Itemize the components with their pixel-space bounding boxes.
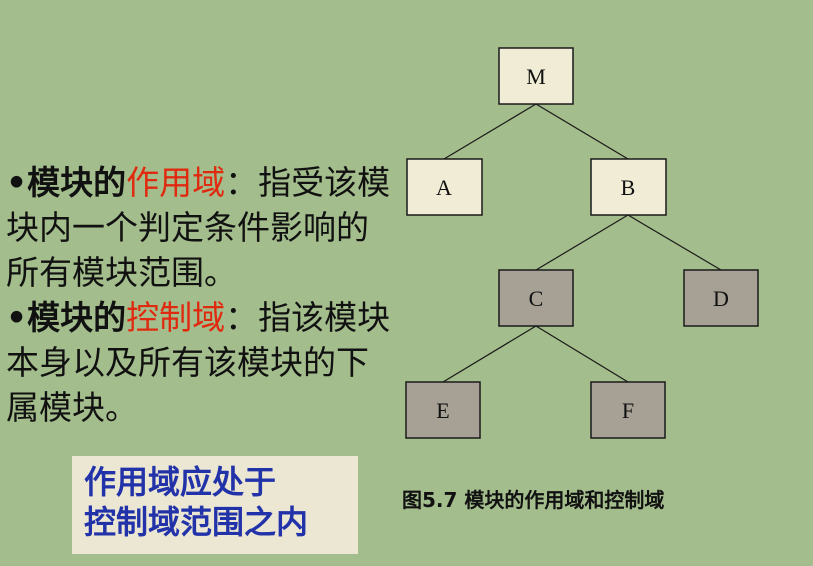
scope-of-effect-definition: ：指受该模块内一个判定条件影响的所有模块范围。 [6,163,391,292]
callout-line-1: 作用域应处于 [84,463,277,501]
bullet-label-2: •模块的 [6,298,127,337]
node-c-label: C [529,286,544,311]
bullet-label-1: •模块的 [6,163,127,202]
figure-caption: 图5.7 模块的作用域和控制域 [402,488,665,512]
scope-of-effect-paragraph: •模块的作用域：指受该模块内一个判定条件影响的所有模块范围。 [6,160,396,295]
edge-b-d [627,214,722,271]
term-scope-of-control: 控制域 [126,298,226,337]
edge-m-a [443,103,537,160]
node-b-label: B [621,175,636,200]
scope-of-control-paragraph: •模块的控制域：指该模块本身以及所有该模块的下属模块。 [6,295,396,430]
node-c: C [498,269,574,327]
node-m-label: M [526,64,546,89]
node-e: E [405,381,481,439]
edge-m-b [535,103,629,160]
node-a-label: A [436,175,452,200]
description-text: •模块的作用域：指受该模块内一个判定条件影响的所有模块范围。 •模块的控制域：指… [6,160,396,430]
edge-c-e [442,325,537,383]
callout-line-2: 控制域范围之内 [84,503,309,541]
node-b: B [590,158,667,216]
node-d-label: D [713,286,729,311]
rule-callout: 作用域应处于 控制域范围之内 [72,456,358,554]
node-a: A [406,158,483,216]
node-e-label: E [436,398,449,423]
node-f-label: F [622,398,634,423]
edge-b-c [535,214,629,271]
term-scope-of-effect: 作用域 [126,163,226,202]
node-d: D [683,269,759,327]
edge-c-f [535,325,629,383]
node-f: F [590,381,666,439]
node-m: M [498,47,574,105]
scope-of-control-definition: ：指该模块本身以及所有该模块的下属模块。 [6,298,391,427]
